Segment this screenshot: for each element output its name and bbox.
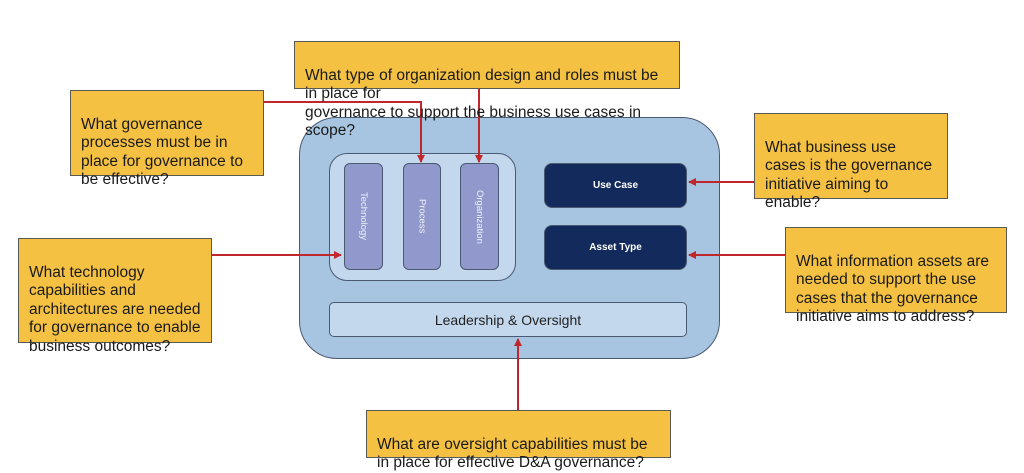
question-use-case-text: What business use cases is the governanc… xyxy=(765,138,933,212)
pillar-process: Process xyxy=(403,163,441,270)
question-technology-text: What technology capabilities and archite… xyxy=(29,263,201,355)
leadership-oversight-bar: Leadership & Oversight xyxy=(329,302,687,337)
pillar-technology-label: Technology xyxy=(358,192,369,241)
question-process-text: What governance processes must be in pla… xyxy=(81,115,243,189)
pillar-organization-label: Organization xyxy=(474,189,485,244)
question-asset-type: What information assets are needed to su… xyxy=(785,227,1007,325)
pillar-technology: Technology xyxy=(344,163,383,270)
pillar-organization: Organization xyxy=(460,163,499,270)
question-organization: What type of organization design and rol… xyxy=(294,41,680,139)
question-process: What governance processes must be in pla… xyxy=(70,90,264,188)
asset-type-label: Asset Type xyxy=(589,242,642,253)
question-technology: What technology capabilities and archite… xyxy=(18,238,212,355)
question-organization-text: What type of organization design and rol… xyxy=(305,66,659,140)
arrow-process xyxy=(263,101,425,163)
use-case-box: Use Case xyxy=(544,163,687,208)
question-asset-type-text: What information assets are needed to su… xyxy=(796,252,989,326)
question-use-case: What business use cases is the governanc… xyxy=(754,113,948,211)
pillar-process-label: Process xyxy=(416,199,428,234)
asset-type-box: Asset Type xyxy=(544,225,687,270)
question-leadership: What are oversight capabilities must be … xyxy=(366,410,671,471)
leadership-oversight-label: Leadership & Oversight xyxy=(434,311,582,328)
use-case-label: Use Case xyxy=(592,180,639,191)
question-leadership-text: What are oversight capabilities must be … xyxy=(377,435,648,472)
